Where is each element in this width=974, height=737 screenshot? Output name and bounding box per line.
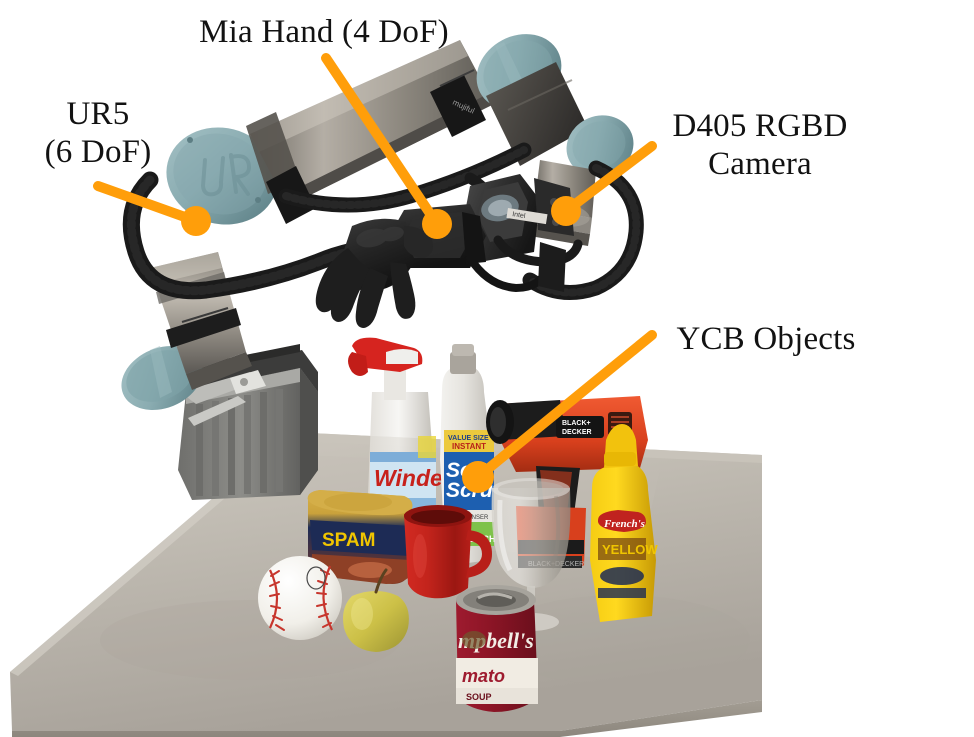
svg-text:DECKER: DECKER bbox=[562, 429, 592, 436]
svg-text:Intel: Intel bbox=[512, 211, 527, 220]
label-ycb-objects: YCB Objects bbox=[676, 321, 856, 357]
ur5-elbow-joint bbox=[166, 127, 278, 225]
ur5-wrist-body bbox=[486, 62, 588, 166]
label-ur5: UR5 (6 DoF) bbox=[44, 96, 152, 170]
soup-can: mpbell's mato SOUP bbox=[456, 585, 538, 712]
svg-text:YELLOW: YELLOW bbox=[602, 542, 658, 557]
robot-pedestal bbox=[178, 344, 318, 500]
label-d405-camera: D405 RGBD Camera bbox=[672, 108, 848, 182]
wine-glass bbox=[491, 478, 571, 631]
apple bbox=[343, 568, 409, 652]
spam-can: SPAM bbox=[307, 490, 413, 584]
svg-text:mato: mato bbox=[462, 666, 505, 686]
svg-text:French's: French's bbox=[603, 518, 645, 530]
red-mug bbox=[404, 505, 492, 599]
svg-text:SOUP: SOUP bbox=[466, 692, 492, 702]
svg-text:Scru: Scru bbox=[446, 479, 493, 502]
label-mia-hand: Mia Hand (4 DoF) bbox=[199, 14, 449, 50]
svg-text:BLACK+: BLACK+ bbox=[562, 420, 591, 427]
svg-text:VALUE SIZE: VALUE SIZE bbox=[448, 435, 489, 442]
svg-text:INSTANT: INSTANT bbox=[452, 442, 486, 451]
baseball bbox=[258, 556, 342, 640]
svg-text:SPAM: SPAM bbox=[322, 530, 375, 551]
svg-text:CLEANSER: CLEANSER bbox=[456, 515, 489, 521]
